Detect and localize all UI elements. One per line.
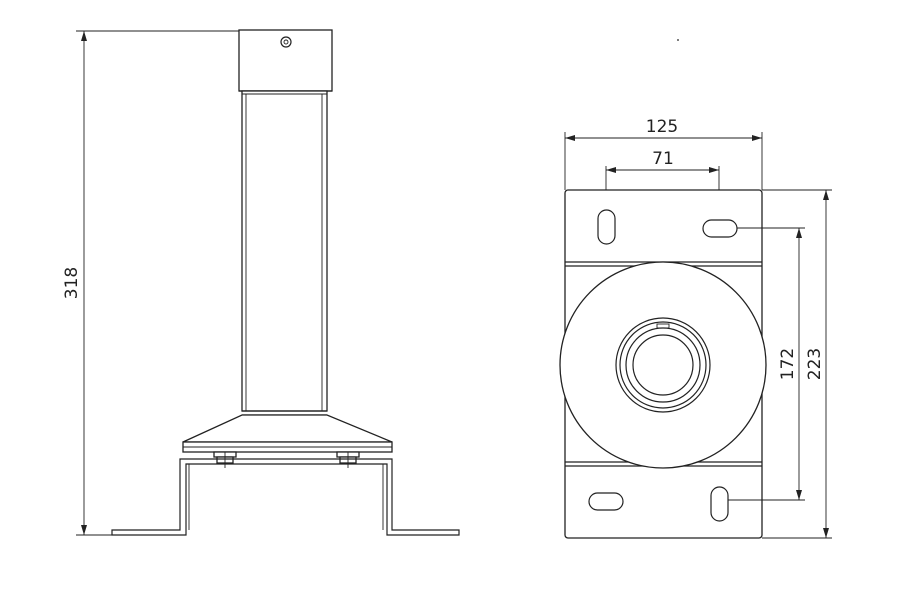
- slot-top-left: [597, 209, 616, 245]
- stray-mark: [677, 39, 679, 41]
- plate-height-label: 223: [805, 348, 825, 380]
- pole: [241, 90, 328, 416]
- front-view: 125 71: [559, 117, 832, 539]
- height-label: 318: [62, 267, 82, 299]
- center-hole: [632, 334, 694, 396]
- width-dimension: 125: [564, 117, 763, 190]
- slot-vertical-dimension: 172: [728, 227, 805, 501]
- width-label: 125: [646, 117, 678, 137]
- plate-height-dimension: 223: [762, 189, 832, 539]
- center-ring-outer: [615, 317, 711, 413]
- slot-bottom-left: [588, 492, 624, 511]
- conical-base: [182, 414, 393, 453]
- slot-spacing-label: 71: [652, 149, 674, 169]
- slot-bottom-right: [710, 486, 729, 522]
- slot-top-right: [702, 219, 738, 238]
- slot-spacing-dimension: 71: [605, 149, 720, 220]
- bolts: [213, 451, 360, 468]
- mounting-bracket: [111, 458, 460, 536]
- top-cap: [238, 29, 333, 92]
- height-dimension: 318: [62, 30, 240, 536]
- slot-vertical-label: 172: [778, 348, 798, 380]
- screw-head: [280, 36, 292, 48]
- flange-circle: [559, 261, 767, 469]
- side-view: 318: [62, 29, 460, 536]
